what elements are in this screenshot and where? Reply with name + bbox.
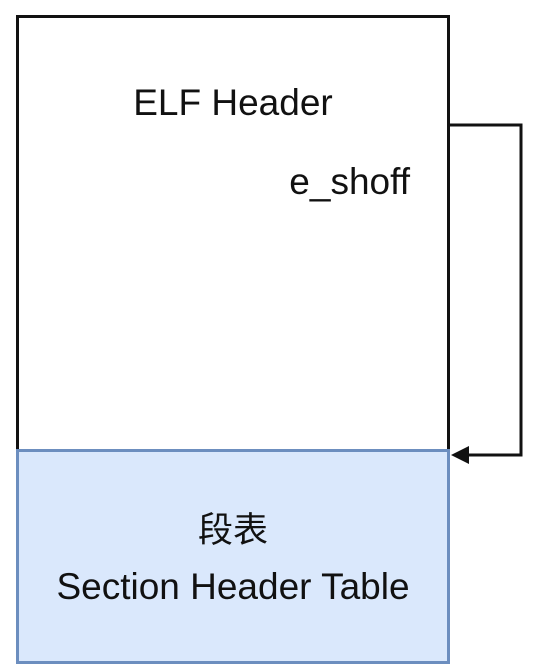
elf-header-title: ELF Header — [133, 82, 333, 123]
elf-header-block: ELF Header e_shoff — [16, 15, 450, 234]
section-header-table-title-cn: 段表 — [197, 511, 268, 551]
section-header-table-block: 段表 Section Header Table — [16, 449, 450, 664]
middle-section-block — [16, 231, 450, 450]
section-header-table-title-en: Section Header Table — [56, 566, 410, 607]
e-shoff-label: e_shoff — [289, 161, 410, 202]
arrowhead-icon — [451, 446, 469, 464]
offset-connector-line — [450, 123, 523, 457]
